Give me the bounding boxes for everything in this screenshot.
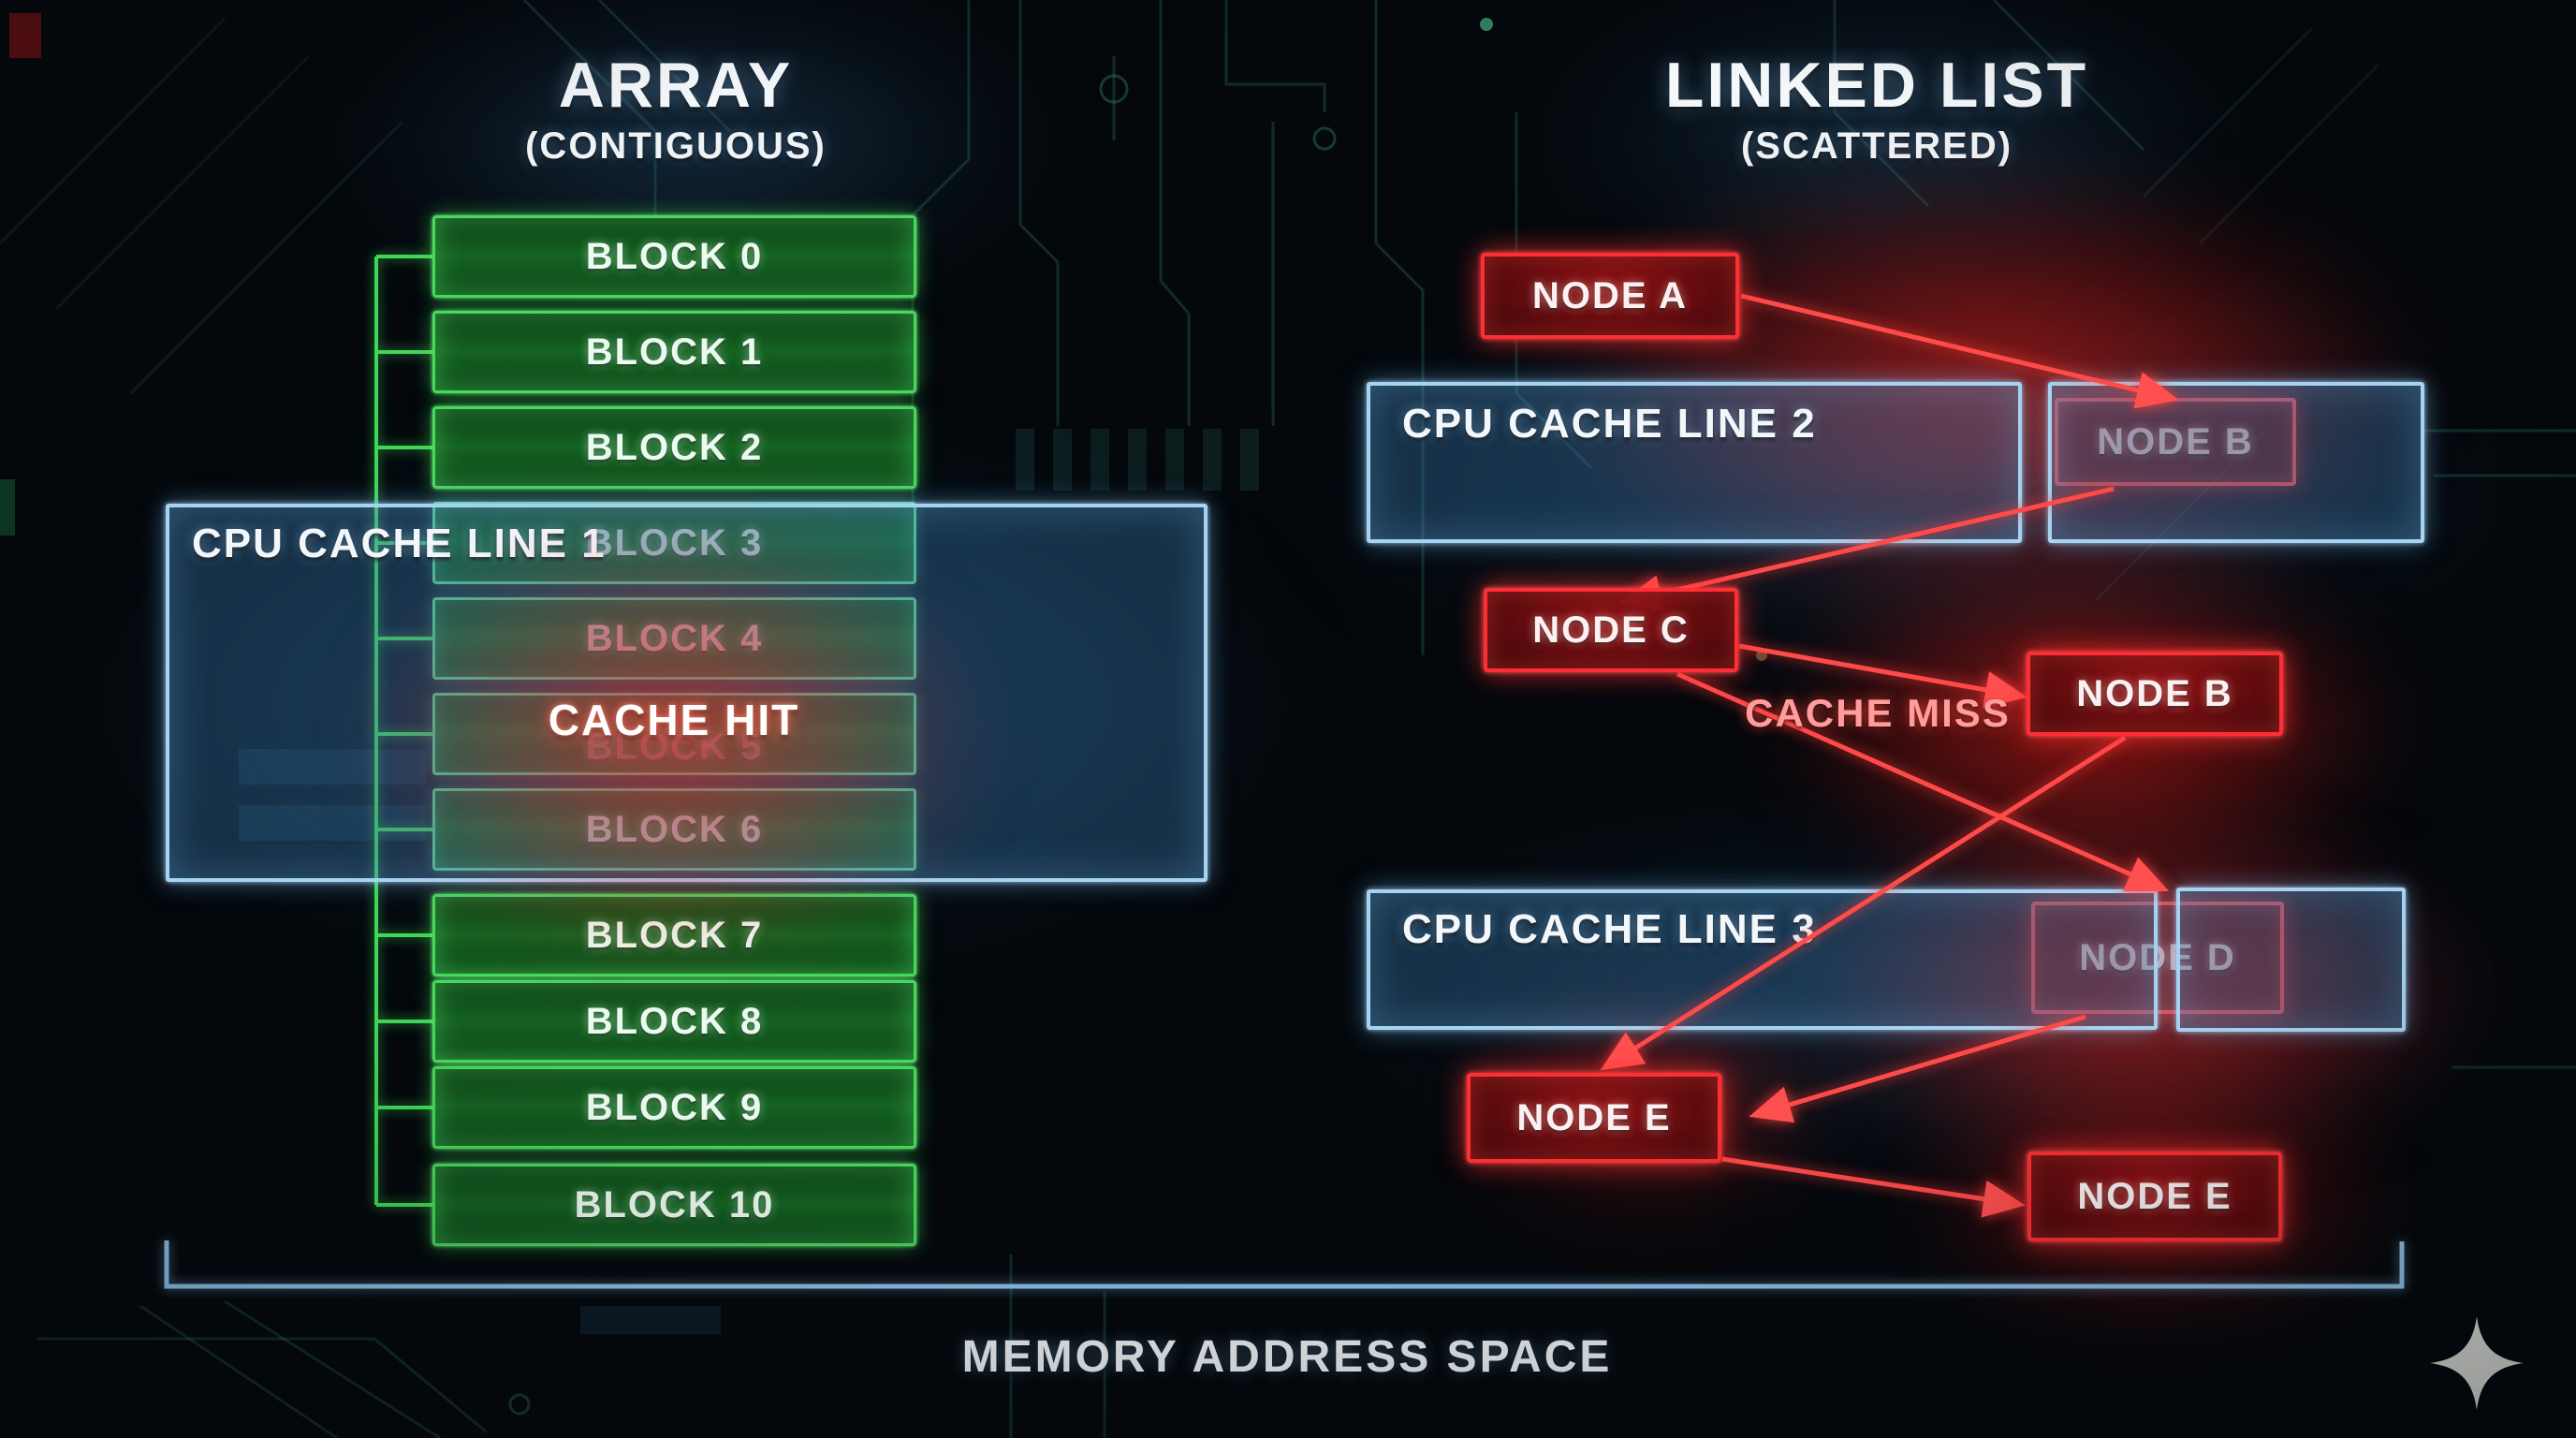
sparkle-icon — [2430, 1316, 2524, 1410]
memory-address-space-label: MEMORY ADDRESS SPACE — [961, 1332, 1613, 1382]
